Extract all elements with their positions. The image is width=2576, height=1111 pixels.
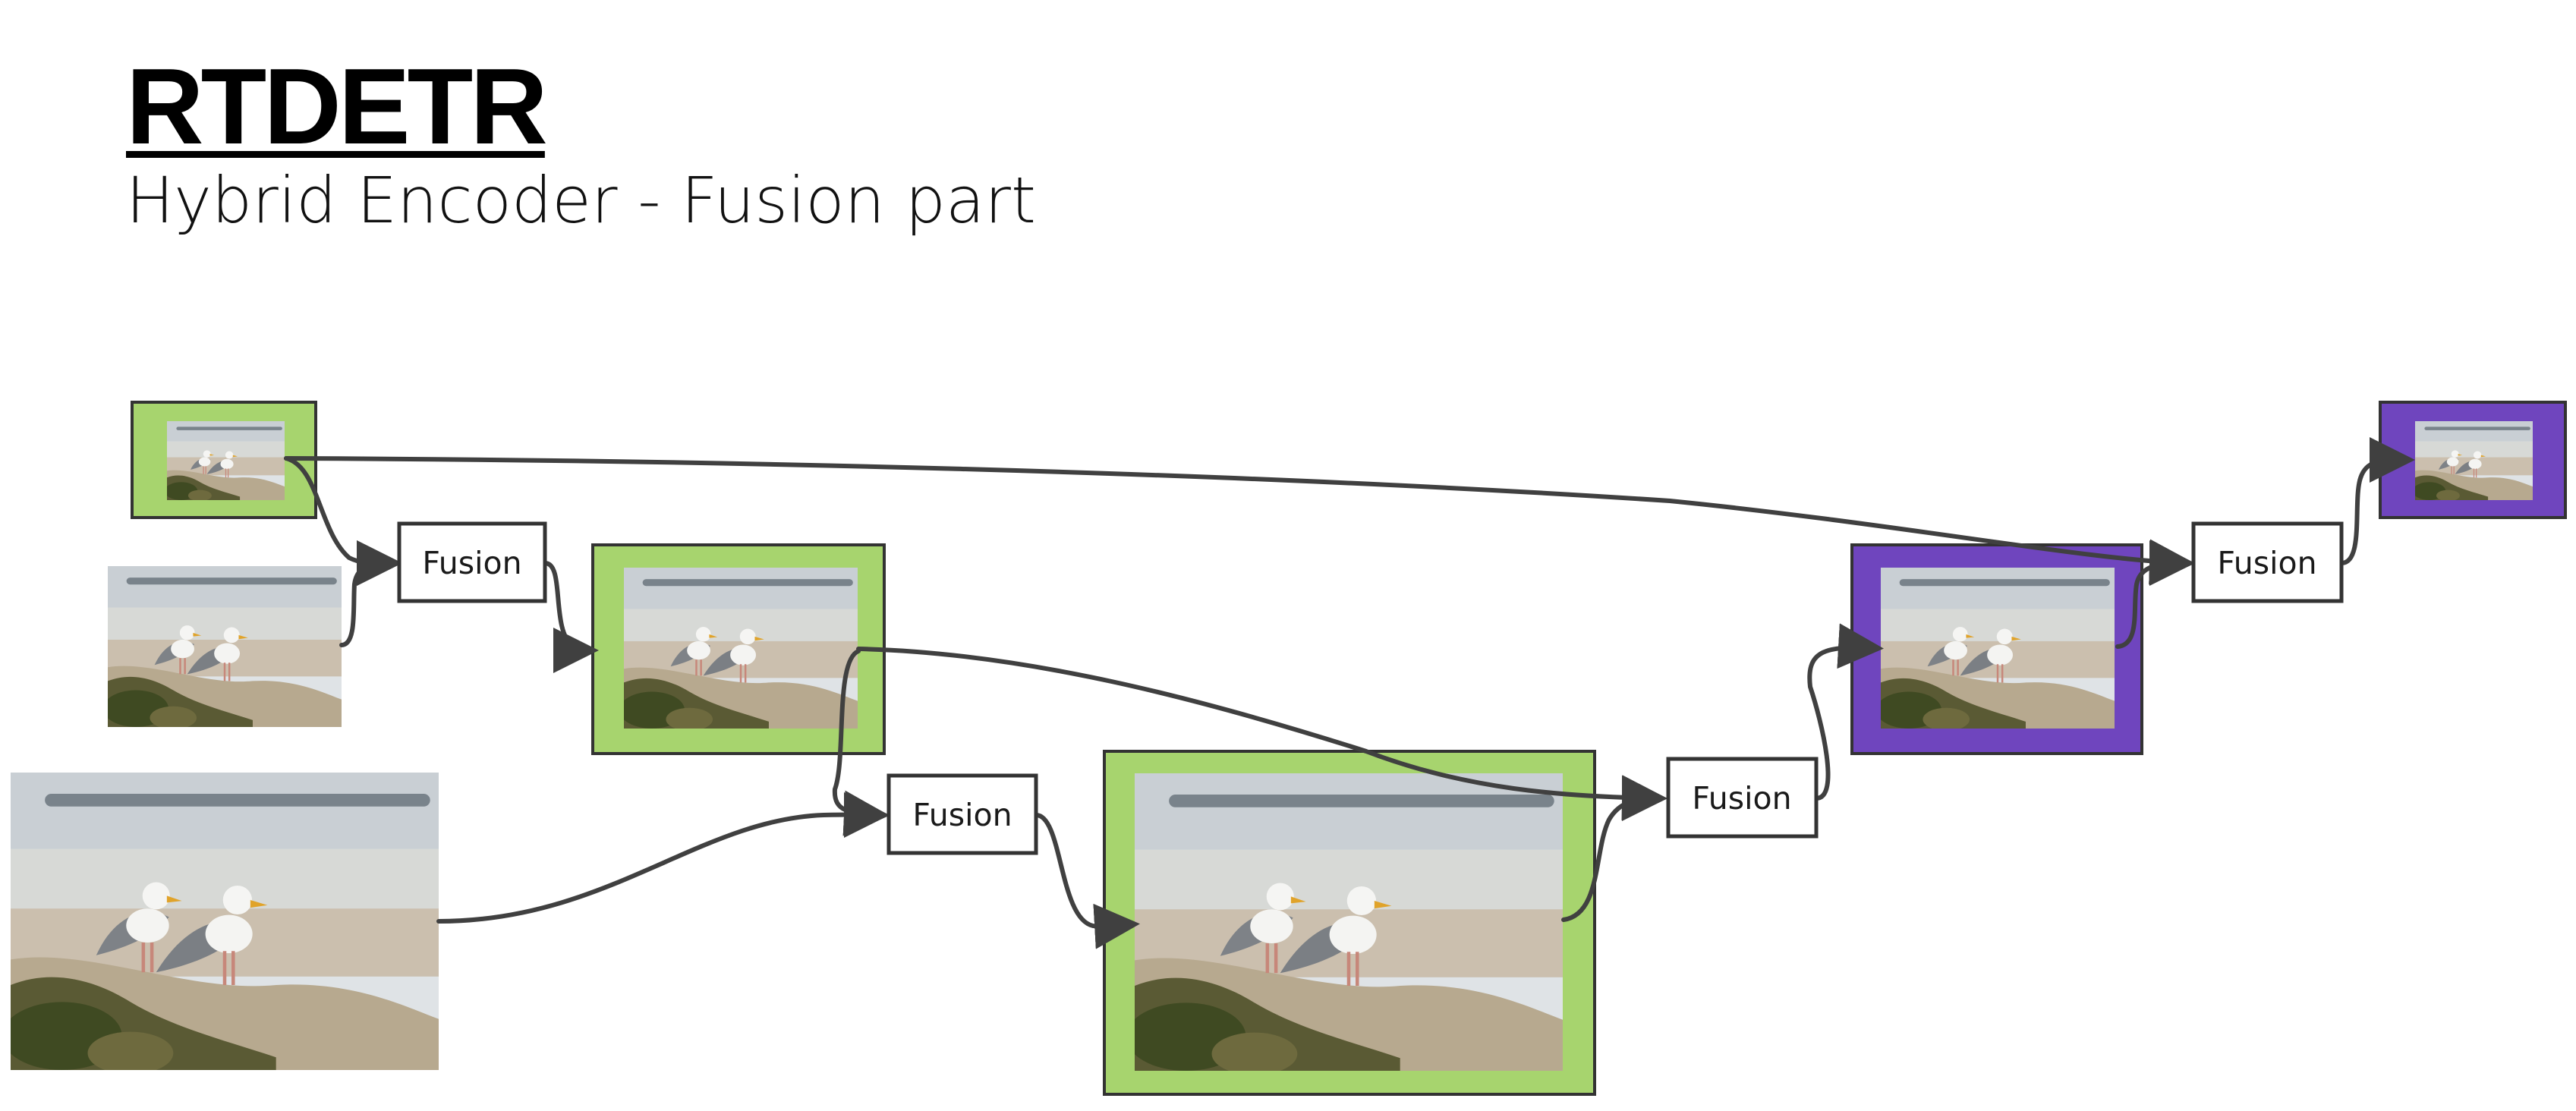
arrow-medium-to-fusion-1	[339, 540, 402, 647]
fusion-node-3: Fusion	[1666, 757, 1819, 839]
input-image-medium	[108, 566, 342, 727]
arrow-fusion-2-to-green-large	[1034, 813, 1140, 949]
fusion-node-3-label: Fusion	[1692, 780, 1791, 817]
arrow-green-medium-to-fusion-3	[856, 647, 1667, 821]
fusion-node-4: Fusion	[2191, 521, 2344, 603]
fusion-node-2: Fusion	[886, 773, 1038, 855]
fusion-node-4-label: Fusion	[2217, 545, 2316, 581]
arrow-purple-medium-to-fusion-4	[2115, 540, 2195, 649]
input-image-large	[2, 773, 439, 1075]
fusion-node-1-label: Fusion	[422, 545, 521, 581]
arrow-fusion-1-to-green-medium	[543, 561, 599, 674]
diagram-subtitle: Hybrid Encoder - Fusion part	[126, 163, 1036, 238]
fusion-node-2-label: Fusion	[912, 797, 1012, 833]
arrow-fusion-3-to-purple-medium	[1807, 623, 1884, 801]
purple-feature-map-medium	[1850, 543, 2143, 755]
fusion-node-1: Fusion	[397, 521, 547, 603]
arrow-large-to-fusion-2	[436, 792, 890, 924]
arrow-fusion-4-to-purple-small	[2339, 436, 2415, 565]
green-feature-map-large	[1103, 750, 1596, 1096]
arrow-green-large-to-fusion-3	[1561, 776, 1667, 922]
arrow-green-small-to-fusion-4	[284, 456, 2195, 585]
diagram-title: RTDETR	[126, 46, 548, 167]
